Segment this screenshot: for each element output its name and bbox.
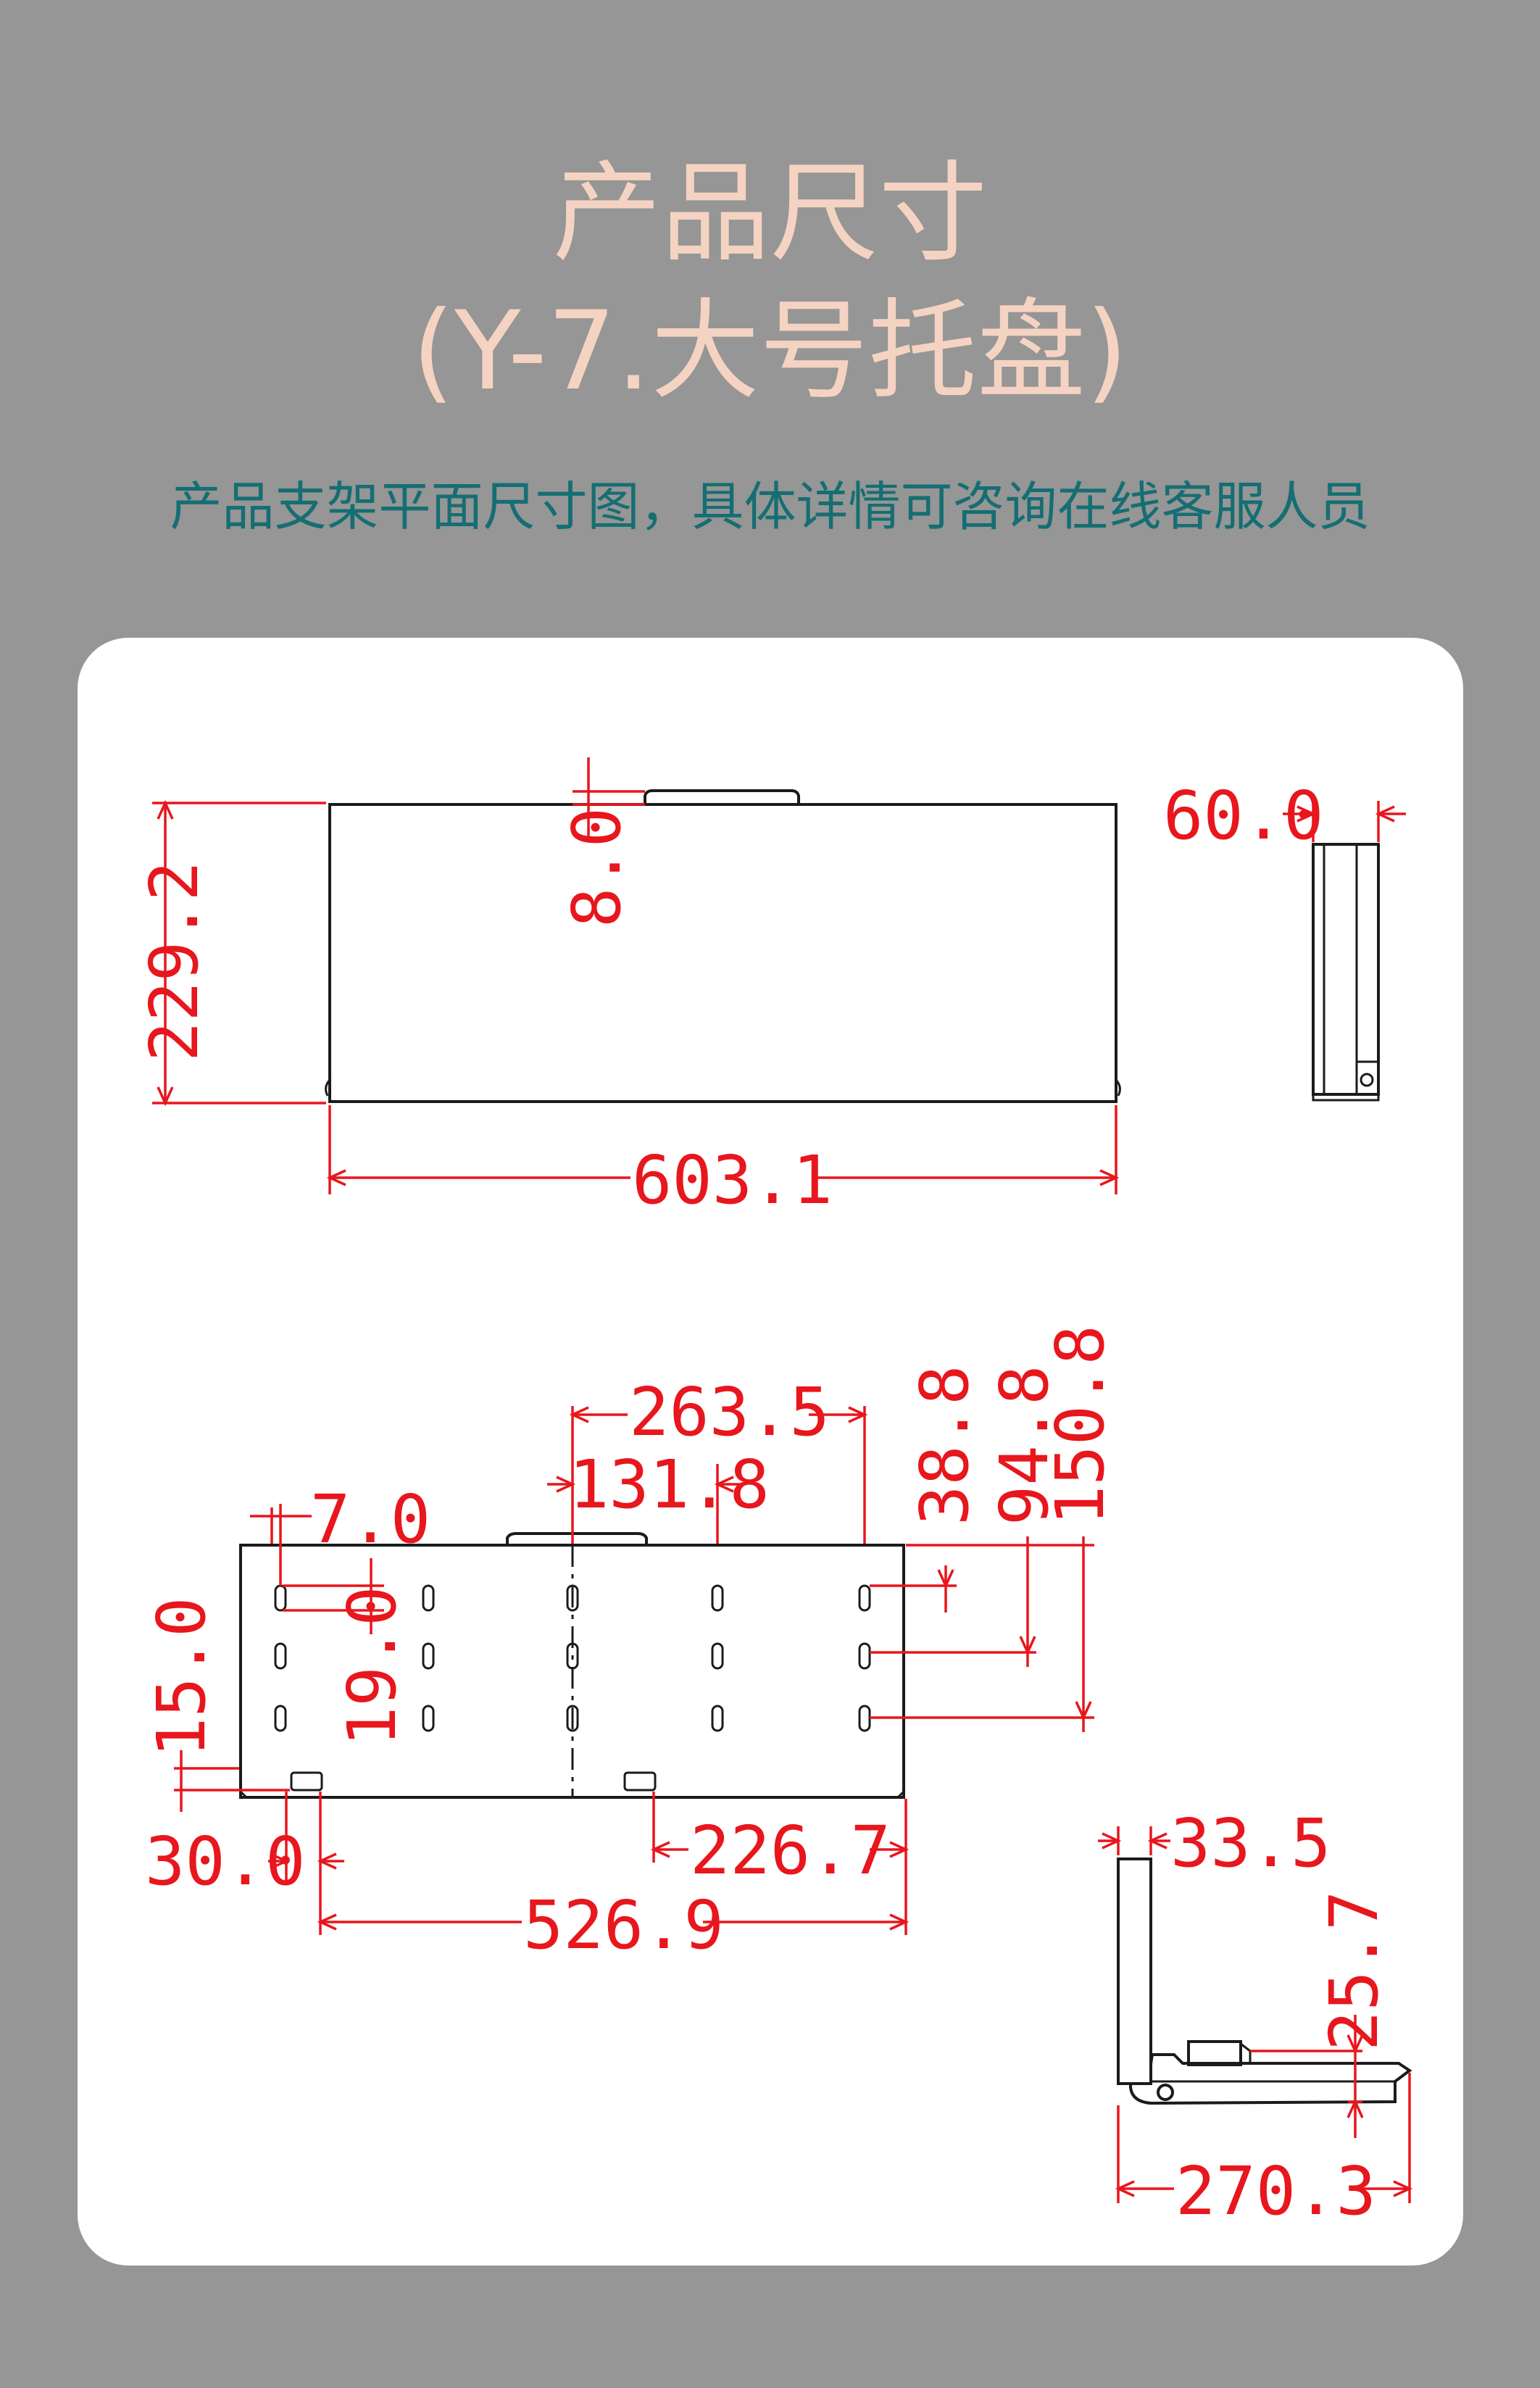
slot-icon: [422, 1642, 435, 1670]
dim-row-38: 38.8: [906, 1365, 983, 1526]
dim-edge-7: 7.0: [310, 1481, 430, 1558]
slot-icon: [422, 1705, 435, 1732]
bracket-upright: [1117, 1857, 1152, 2085]
slot-icon: [711, 1584, 724, 1612]
hinge-slot-icon: [623, 1771, 657, 1792]
technical-drawing: 229.2 8.0 603.1 60.0: [136, 757, 1413, 2230]
dim-offset-30: 30.0: [145, 1823, 306, 1900]
slot-icon: [274, 1584, 287, 1612]
dim-offset-15: 15.0: [143, 1597, 220, 1757]
bottom-view: 263.5 131.8 7.0 38.8 94.8 150.8 19.0: [143, 1325, 1119, 1964]
hinge-slot-icon: [290, 1771, 323, 1792]
dim-span-131: 131.8: [569, 1446, 770, 1523]
tray-outline: [328, 803, 1117, 1103]
hinge-pin-icon: [1360, 1073, 1374, 1087]
slot-icon: [858, 1705, 871, 1732]
slot-icon: [274, 1642, 287, 1670]
slot-icon: [422, 1584, 435, 1612]
dim-row-94: 94.8: [986, 1365, 1063, 1526]
slot-icon: [566, 1642, 579, 1670]
dim-gap-19: 19.0: [333, 1586, 411, 1747]
page-title-model: (Y-7.大号托盘): [412, 288, 1128, 415]
slot-icon: [566, 1705, 579, 1732]
dim-slot-226: 226.7: [690, 1812, 891, 1889]
dim-height-229: 229.2: [136, 861, 213, 1062]
slot-icon: [711, 1705, 724, 1732]
dim-row-150: 150.8: [1041, 1325, 1119, 1526]
slot-icon: [858, 1584, 871, 1612]
dim-thickness-60: 60.0: [1163, 777, 1324, 854]
page-subtitle: 产品支架平面尺寸图，具体详情可咨询在线客服人员: [170, 476, 1370, 537]
slot-icon: [274, 1705, 287, 1732]
page-title: 产品尺寸: [552, 151, 988, 277]
dim-hole-526: 526.9: [523, 1886, 724, 1964]
dim-tab-8: 8.0: [558, 807, 636, 928]
side-view-top: 60.0: [1163, 777, 1406, 1102]
dim-span-263: 263.5: [629, 1373, 830, 1451]
side-view-bottom: 33.5 25.7 270.3: [1098, 1805, 1413, 2230]
dim-depth-270: 270.3: [1175, 2152, 1376, 2230]
mounting-slots: [274, 1584, 871, 1792]
top-view: 229.2 8.0 603.1: [136, 757, 1121, 1219]
tray-tab: [644, 789, 800, 804]
dim-tray-25: 25.7: [1315, 1890, 1393, 2051]
slot-icon: [566, 1584, 579, 1612]
dim-width-603: 603.1: [632, 1141, 833, 1219]
dim-upright-33: 33.5: [1170, 1805, 1331, 1882]
slot-icon: [858, 1642, 871, 1670]
slot-icon: [711, 1642, 724, 1670]
hinge-pin-icon: [1157, 2084, 1174, 2101]
drawing-card: 229.2 8.0 603.1 60.0: [78, 638, 1463, 2266]
